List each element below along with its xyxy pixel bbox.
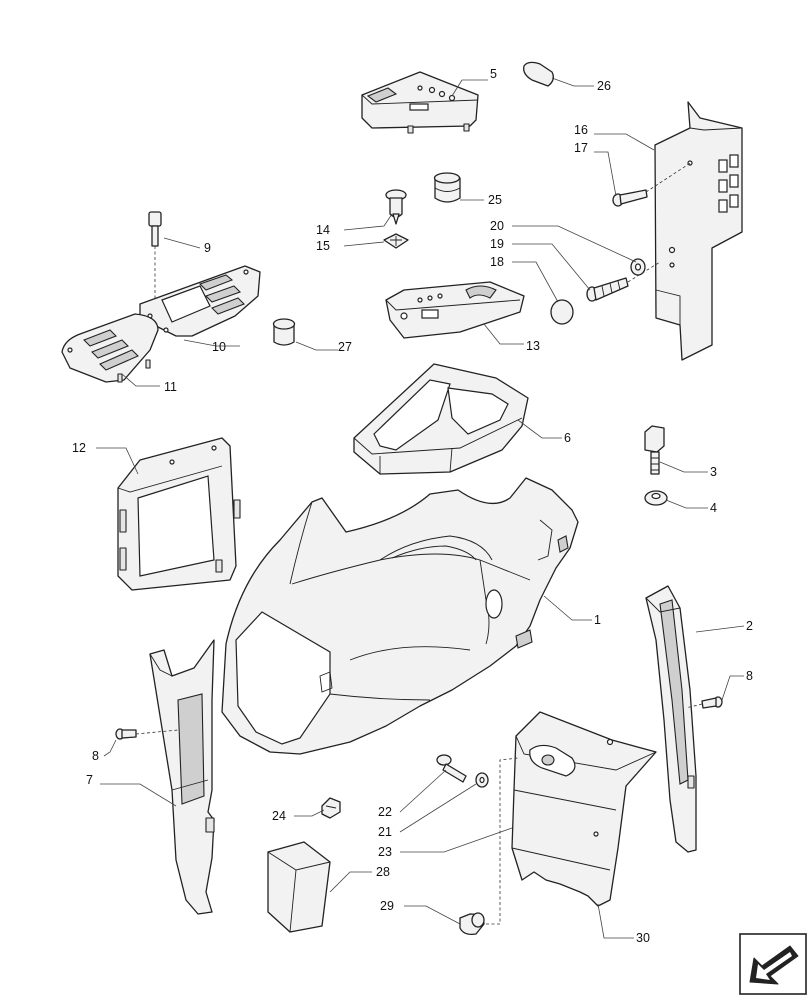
- part-11-cover-plate: [61, 313, 159, 383]
- callout-12: 12: [72, 441, 86, 455]
- part-8-screw-left: [115, 728, 137, 740]
- callout-17: 17: [574, 141, 588, 155]
- part-18-cap: [550, 299, 574, 325]
- callout-6: 6: [564, 431, 571, 445]
- callout-10: 10: [212, 340, 226, 354]
- callout-16: 16: [574, 123, 588, 137]
- callout-11: 11: [164, 380, 177, 394]
- callout-4: 4: [710, 501, 717, 515]
- part-29-plug: [459, 912, 485, 936]
- callout-5: 5: [490, 67, 497, 81]
- callout-14: 14: [316, 223, 330, 237]
- callout-19: 19: [490, 237, 504, 251]
- callout-15: 15: [316, 239, 330, 253]
- callout-23: 23: [378, 845, 392, 859]
- part-16-side-panel: [654, 101, 743, 361]
- part-5-console-cover: [361, 71, 479, 134]
- part-8-screw-right: [701, 696, 723, 709]
- part-24-clip: [321, 797, 341, 819]
- callout-8-right: 8: [746, 669, 753, 683]
- callout-18: 18: [490, 255, 504, 269]
- part-4-nut: [644, 490, 668, 506]
- callout-30: 30: [636, 931, 650, 945]
- callout-21: 21: [378, 825, 392, 839]
- callout-25: 25: [488, 193, 502, 207]
- part-14-push-pin: [385, 189, 407, 225]
- part-15-clip-nut: [383, 233, 409, 249]
- callout-labels: 5 26 16 17 25 20 19 18 14 15 9 10 27 11 …: [72, 67, 753, 945]
- part-10-switch-plate: [139, 265, 261, 337]
- part-26-cap: [523, 61, 554, 87]
- part-27-plug: [272, 318, 296, 346]
- callout-1: 1: [594, 613, 601, 627]
- callout-28: 28: [376, 865, 390, 879]
- callout-8-left: 8: [92, 749, 99, 763]
- part-13-console-panel: [385, 281, 525, 339]
- part-1-dashboard-shell: [221, 477, 579, 755]
- callout-13: 13: [526, 339, 540, 353]
- callout-26: 26: [597, 79, 611, 93]
- part-3-bolt: [644, 425, 665, 475]
- callout-20: 20: [490, 219, 504, 233]
- callout-29: 29: [380, 899, 394, 913]
- callout-27: 27: [338, 340, 352, 354]
- callout-9: 9: [204, 241, 211, 255]
- part-17-screw: [612, 189, 648, 207]
- arrow-icon[interactable]: [739, 933, 807, 995]
- part-6-console-frame: [353, 363, 529, 475]
- part-19-screw: [586, 277, 629, 302]
- part-21-washer: [475, 772, 489, 788]
- part-20-washer: [630, 258, 646, 276]
- part-12-display-frame: [117, 437, 241, 591]
- callout-3: 3: [710, 465, 717, 479]
- part-28-box: [267, 841, 331, 933]
- part-9-bolt: [148, 211, 162, 247]
- callout-2: 2: [746, 619, 753, 633]
- callout-7: 7: [86, 773, 93, 787]
- part-22-bolt: [436, 754, 467, 783]
- leader-lines: [96, 77, 745, 939]
- part-7-left-pillar: [149, 639, 215, 915]
- part-30-lower-cover: [511, 711, 657, 907]
- part-25-grommet: [433, 172, 461, 203]
- callout-24: 24: [272, 809, 286, 823]
- part-2-right-pillar: [645, 585, 697, 853]
- callout-22: 22: [378, 805, 392, 819]
